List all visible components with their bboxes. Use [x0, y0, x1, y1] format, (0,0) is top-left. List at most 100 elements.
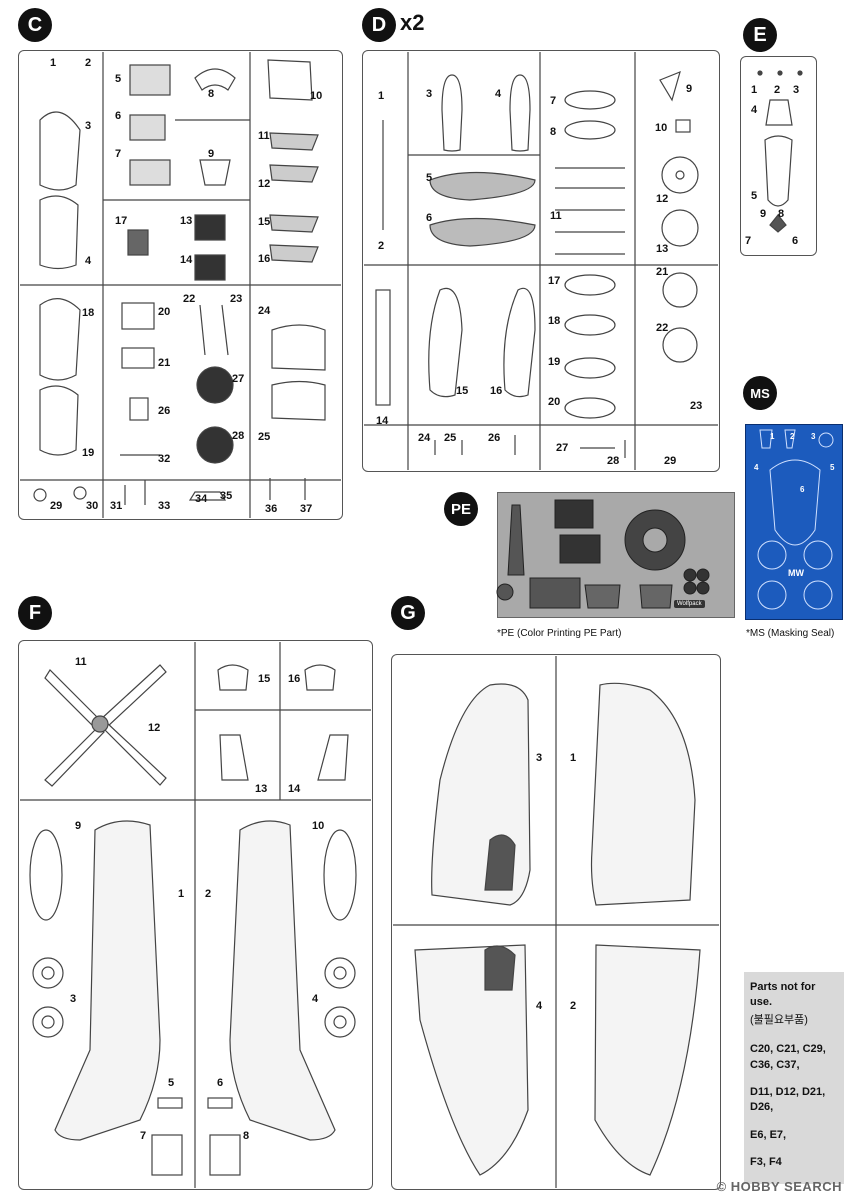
sprue-e-badge: E: [743, 18, 777, 52]
sprue-d-badge: D: [362, 8, 396, 42]
part-label: 8: [208, 88, 215, 100]
part-label: 1: [378, 90, 385, 102]
ms-brand-mark: MW: [788, 568, 804, 578]
pe-brand-logo: Wolfpack: [674, 600, 705, 608]
part-label: 36: [265, 503, 278, 515]
parts-not-for-use-legend: Parts not for use. (불필요부품) C20, C21, C29…: [744, 972, 844, 1184]
part-label: 6: [426, 212, 433, 224]
part-label: 9: [208, 148, 215, 160]
part-label: 10: [655, 122, 668, 134]
part-label: 5: [830, 463, 835, 472]
part-label: 5: [426, 172, 433, 184]
ms-caption: *MS (Masking Seal): [746, 628, 835, 639]
part-label: 3: [536, 752, 543, 764]
part-label: 5: [115, 73, 122, 85]
legend-title: Parts not for use.: [750, 981, 816, 1009]
part-label: 14: [376, 415, 389, 427]
part-label: 8: [243, 1130, 250, 1142]
part-label: 21: [158, 357, 171, 369]
part-label: 19: [548, 356, 561, 368]
part-label: 25: [444, 432, 457, 444]
part-label: 33: [158, 500, 171, 512]
part-label: 6: [800, 485, 805, 494]
part-label: 9: [75, 820, 82, 832]
part-label: 26: [488, 432, 501, 444]
part-label: 13: [656, 243, 669, 255]
part-label: 2: [85, 57, 92, 69]
part-label: 4: [751, 104, 758, 116]
part-label: 11: [550, 210, 562, 222]
legend-subtitle: (불필요부품): [750, 1013, 808, 1026]
part-label: 11: [75, 656, 87, 668]
legend-group: D11, D12, D21, D26,: [750, 1085, 826, 1114]
part-label: 19: [82, 447, 95, 459]
ms-badge: MS: [743, 376, 777, 410]
part-label: 2: [205, 888, 212, 900]
part-label: 10: [312, 820, 325, 832]
part-label: 26: [158, 405, 171, 417]
part-label: 37: [300, 503, 313, 515]
part-label: 35: [220, 490, 233, 502]
part-label: 24: [258, 305, 271, 317]
sprue-d-multiplier: x2: [400, 10, 425, 35]
part-label: 21: [656, 266, 669, 278]
part-label: 2: [774, 84, 781, 96]
part-label: 29: [50, 500, 63, 512]
part-label: 2: [570, 1000, 577, 1012]
part-label: 3: [70, 993, 77, 1005]
part-label: 17: [115, 215, 128, 227]
sprue-g-badge: G: [391, 596, 425, 630]
part-label: 15: [258, 673, 271, 685]
part-label: 18: [82, 307, 95, 319]
part-label: 32: [158, 453, 171, 465]
part-label: 16: [288, 673, 301, 685]
legend-group: F3, F4: [750, 1156, 782, 1169]
part-label: 14: [288, 783, 301, 795]
part-label: 2: [790, 432, 795, 441]
part-label: 1: [770, 432, 775, 441]
part-label: 20: [158, 306, 171, 318]
part-label: 15: [258, 216, 271, 228]
part-label: 3: [811, 432, 816, 441]
part-label: 4: [495, 88, 502, 100]
part-label: 7: [550, 95, 557, 107]
pe-badge: PE: [444, 492, 478, 526]
part-label: 16: [490, 385, 503, 397]
part-label: 12: [656, 193, 669, 205]
part-label: 28: [232, 430, 245, 442]
part-label: 29: [664, 455, 677, 467]
part-label: 18: [548, 315, 561, 327]
part-label: 23: [230, 293, 243, 305]
part-label: 7: [745, 235, 752, 247]
part-label: 6: [792, 235, 799, 247]
part-label: 1: [751, 84, 758, 96]
part-label: 1: [50, 57, 57, 69]
part-label: 8: [550, 126, 557, 138]
part-label: 1: [570, 752, 577, 764]
part-label: 24: [418, 432, 431, 444]
part-label: 4: [536, 1000, 543, 1012]
part-label: 22: [656, 322, 669, 334]
sprue-d-frame: [362, 50, 720, 472]
part-label: 9: [760, 208, 767, 220]
part-label: 3: [426, 88, 433, 100]
part-label: 31: [110, 500, 123, 512]
part-label: 17: [548, 275, 561, 287]
part-label: 23: [690, 400, 703, 412]
part-label: 22: [183, 293, 196, 305]
legend-group: E6, E7,: [750, 1128, 787, 1141]
part-label: 9: [686, 83, 693, 95]
part-label: 5: [751, 190, 758, 202]
watermark: © HOBBY SEARCH: [716, 1179, 842, 1194]
part-label: 10: [310, 90, 323, 102]
part-label: 3: [85, 120, 92, 132]
part-label: 4: [312, 993, 319, 1005]
part-label: 5: [168, 1077, 175, 1089]
part-label: 6: [217, 1077, 224, 1089]
part-label: 34: [195, 493, 208, 505]
sprue-c-badge: C: [18, 8, 52, 42]
